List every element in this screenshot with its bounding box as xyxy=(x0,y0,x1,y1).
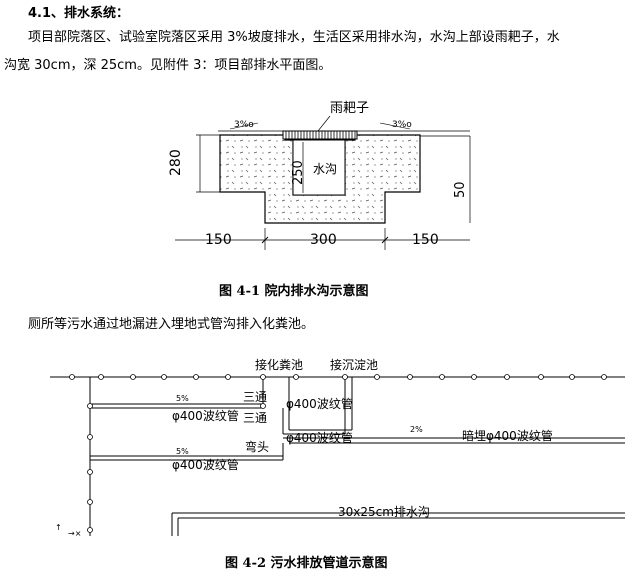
trench-void xyxy=(292,139,346,196)
slope-label-right: 3%o xyxy=(392,120,412,130)
grate-bars xyxy=(285,131,356,139)
label-septic: 接化粪池 xyxy=(255,357,303,372)
label-elbow: 弯头 xyxy=(245,439,269,454)
paragraph-1-line-2: 沟宽 30cm，深 25cm。见附件 3：项目部排水平面图。 xyxy=(4,58,332,73)
dim-250-label: 250 xyxy=(291,160,306,185)
figure-1-caption: 图 4-1 院内排水沟示意图 xyxy=(219,284,369,299)
label-tee-1: 三通 xyxy=(243,390,267,404)
pipe-label-4: φ400波纹管 xyxy=(172,457,239,472)
pipe-label-1: φ400波纹管 xyxy=(172,408,239,423)
label-settle: 接沉淀池 xyxy=(330,357,378,372)
dim-right-label: 150 xyxy=(412,232,439,248)
trench-label: 水沟 xyxy=(313,162,337,176)
dim-left-label: 150 xyxy=(205,232,232,248)
axis-marker-x: →× xyxy=(68,529,81,538)
slope-label-left: 3%o xyxy=(234,120,254,130)
pipe-label-2: φ400波纹管 xyxy=(286,396,353,411)
paragraph-1-line-1: 项目部院落区、试验室院落区采用 3%坡度排水，生活区采用排水沟，水沟上部设雨耙子… xyxy=(28,30,560,45)
figure-2-caption: 图 4-2 污水排放管道示意图 xyxy=(225,556,388,571)
trench-cross-section-diagram: 3%o 3%o 雨耙子 水沟 250 280 50 150 300 150 xyxy=(168,101,471,250)
grate-leader-line xyxy=(317,115,331,132)
grate-shape xyxy=(282,130,358,140)
pipe-nodes xyxy=(69,374,607,533)
sewage-pipe-plan-diagram: ↑ →× 接化粪池 接沉淀池 三通 三通 弯头 5% 5% 2% φ400波纹管… xyxy=(50,357,625,538)
section-heading: 4.1、排水系统： xyxy=(28,6,130,21)
dim-280-label: 280 xyxy=(168,149,184,176)
slope-label-1: 5% xyxy=(176,394,189,403)
paragraph-2: 厕所等污水通过地漏进入埋地式管沟排入化粪池。 xyxy=(28,317,315,332)
pipe-label-buried: 暗埋φ400波纹管 xyxy=(462,428,553,443)
grate-label: 雨耙子 xyxy=(330,101,369,116)
dim-mid-label: 300 xyxy=(310,232,337,248)
slope-label-3: 2% xyxy=(410,425,423,434)
pipe-label-3: φ400波纹管 xyxy=(286,430,353,445)
ditch-label: 30x25cm排水沟 xyxy=(338,505,430,519)
dim-50-label: 50 xyxy=(453,181,468,198)
slope-arrow-right xyxy=(379,122,411,130)
label-tee-2: 三通 xyxy=(243,411,267,425)
slope-label-2: 5% xyxy=(176,447,189,456)
axis-marker-y: ↑ xyxy=(55,523,62,532)
slope-arrow-left xyxy=(229,122,259,130)
